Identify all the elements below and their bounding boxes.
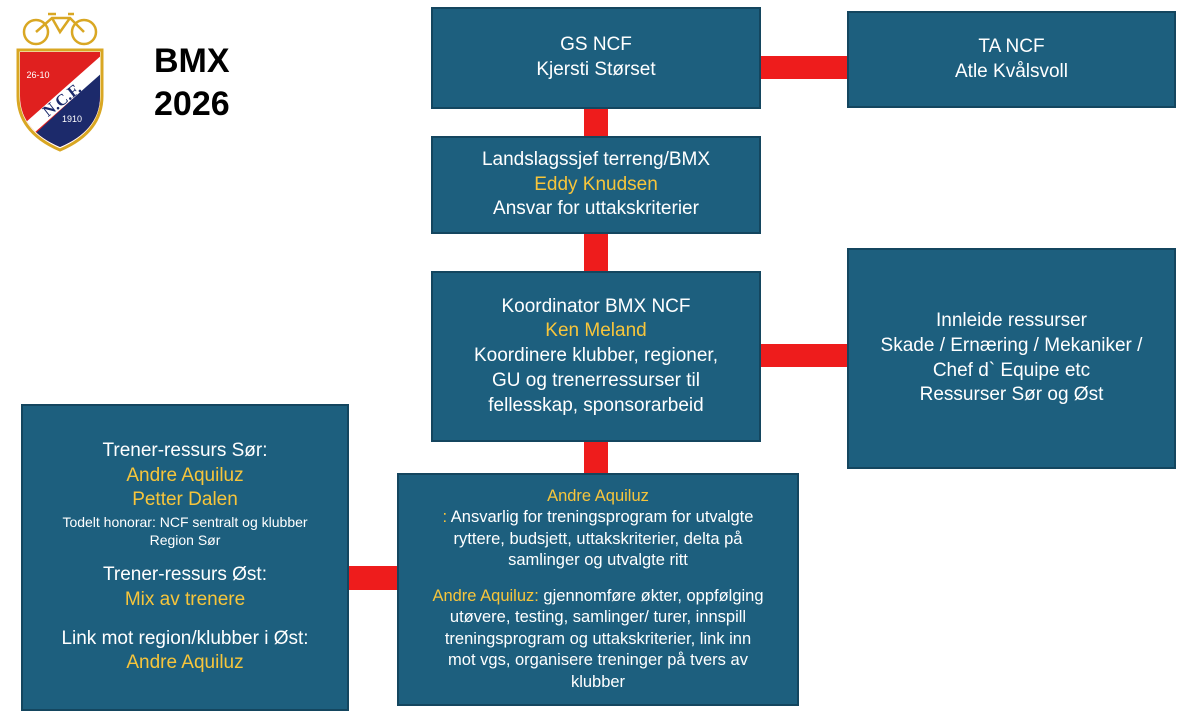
trener-ost-title: Trener-ressurs Øst:: [103, 564, 267, 586]
innleide-line-4: Ressurser Sør og Øst: [919, 384, 1104, 406]
page-title: BMX 2026: [154, 40, 230, 126]
trener-sor-title: Trener-ressurs Sør:: [102, 439, 268, 461]
connector-gs-ta: [759, 56, 849, 79]
bicycle-icon: [22, 12, 98, 46]
trener-sor-name-1: Andre Aquiluz: [126, 464, 244, 486]
title-line-1: BMX: [154, 42, 230, 80]
koordinator-role: Koordinator BMX NCF: [501, 295, 691, 317]
connector-koordinator-innleide: [759, 344, 849, 367]
andre-colon: :: [442, 508, 448, 527]
koordinator-desc-1: Koordinere klubber, regioner,: [474, 345, 718, 367]
svg-text:26-10: 26-10: [26, 70, 49, 80]
andre-p2-line-1: Andre Aquiluz: gjennomføre økter, oppføl…: [432, 586, 763, 607]
andre-p2-line-3: treningsprogram og uttakskriterier, link…: [444, 629, 752, 648]
title-line-2: 2026: [154, 84, 230, 123]
connector-gs-landslag: [584, 108, 608, 138]
ta-role: TA NCF: [978, 35, 1045, 57]
innleide-line-3: Chef d` Equipe etc: [932, 359, 1091, 381]
gs-ncf-box: GS NCF Kjersti Størset: [431, 7, 761, 109]
landslag-role: Landslagssjef terreng/BMX: [481, 148, 711, 170]
andre-p1-line-1: : Ansvarlig for treningsprogram for utva…: [443, 507, 754, 528]
trener-sor-note-2: Region Sør: [149, 532, 221, 549]
andre-aquiluz-box: Andre Aquiluz : Ansvarlig for treningspr…: [397, 473, 799, 706]
ta-name: Atle Kvålsvoll: [955, 60, 1068, 82]
innleide-ressurser-box: Innleide ressurser Skade / Ernæring / Me…: [847, 248, 1176, 469]
connector-koordinator-andre: [584, 441, 608, 475]
link-ost-name: Andre Aquiluz: [126, 652, 244, 674]
andre-p1-line-3: samlinger og utvalgte ritt: [508, 551, 688, 570]
trener-ressurs-box: Trener-ressurs Sør: Andre Aquiluz Petter…: [21, 404, 349, 711]
andre-p1-text: Ansvarlig for treningsprogram for utvalg…: [447, 508, 754, 527]
ncf-logo: 26-10 N.C.F. 1910: [8, 10, 112, 152]
trener-sor-name-2: Petter Dalen: [132, 489, 238, 511]
connector-trener-andre: [348, 566, 398, 590]
link-ost-title: Link mot region/klubber i Øst:: [61, 627, 309, 649]
gs-name: Kjersti Størset: [536, 59, 656, 80]
gs-role: GS NCF: [560, 34, 632, 56]
koordinator-name: Ken Meland: [545, 320, 647, 342]
svg-text:1910: 1910: [62, 114, 82, 124]
andre-p2-line-5: klubber: [570, 672, 626, 691]
connector-landslag-koordinator: [584, 233, 608, 273]
andre-p1-line-2: ryttere, budsjett, uttakskriterier, delt…: [453, 529, 743, 548]
andre-p2-line-4: mot vgs, organisere treninger på tvers a…: [448, 651, 748, 670]
landslagssjef-box: Landslagssjef terreng/BMX Eddy Knudsen A…: [431, 136, 761, 234]
trener-ost-value: Mix av trenere: [124, 589, 246, 611]
landslag-name: Eddy Knudsen: [534, 173, 658, 195]
koordinator-desc-3: fellesskap, sponsorarbeid: [488, 394, 704, 416]
ta-ncf-box: TA NCF Atle Kvålsvoll: [847, 11, 1176, 108]
innleide-line-2: Skade / Ernæring / Mekaniker /: [880, 334, 1143, 356]
landslag-desc: Ansvar for uttakskriterier: [493, 198, 699, 220]
trener-sor-note-1: Todelt honorar: NCF sentralt og klubber: [62, 513, 308, 530]
andre-name-2: Andre Aquiluz:: [432, 586, 539, 605]
koordinator-box: Koordinator BMX NCF Ken Meland Koordiner…: [431, 271, 761, 442]
andre-p2-text: gjennomføre økter, oppfølging: [538, 586, 764, 605]
andre-p2-line-2: utøvere, testing, samlinger/ turer, inns…: [449, 608, 747, 627]
innleide-title: Innleide ressurser: [935, 310, 1088, 332]
koordinator-desc-2: GU og trenerressurser til: [491, 369, 700, 391]
andre-name-1: Andre Aquiluz: [547, 487, 649, 506]
